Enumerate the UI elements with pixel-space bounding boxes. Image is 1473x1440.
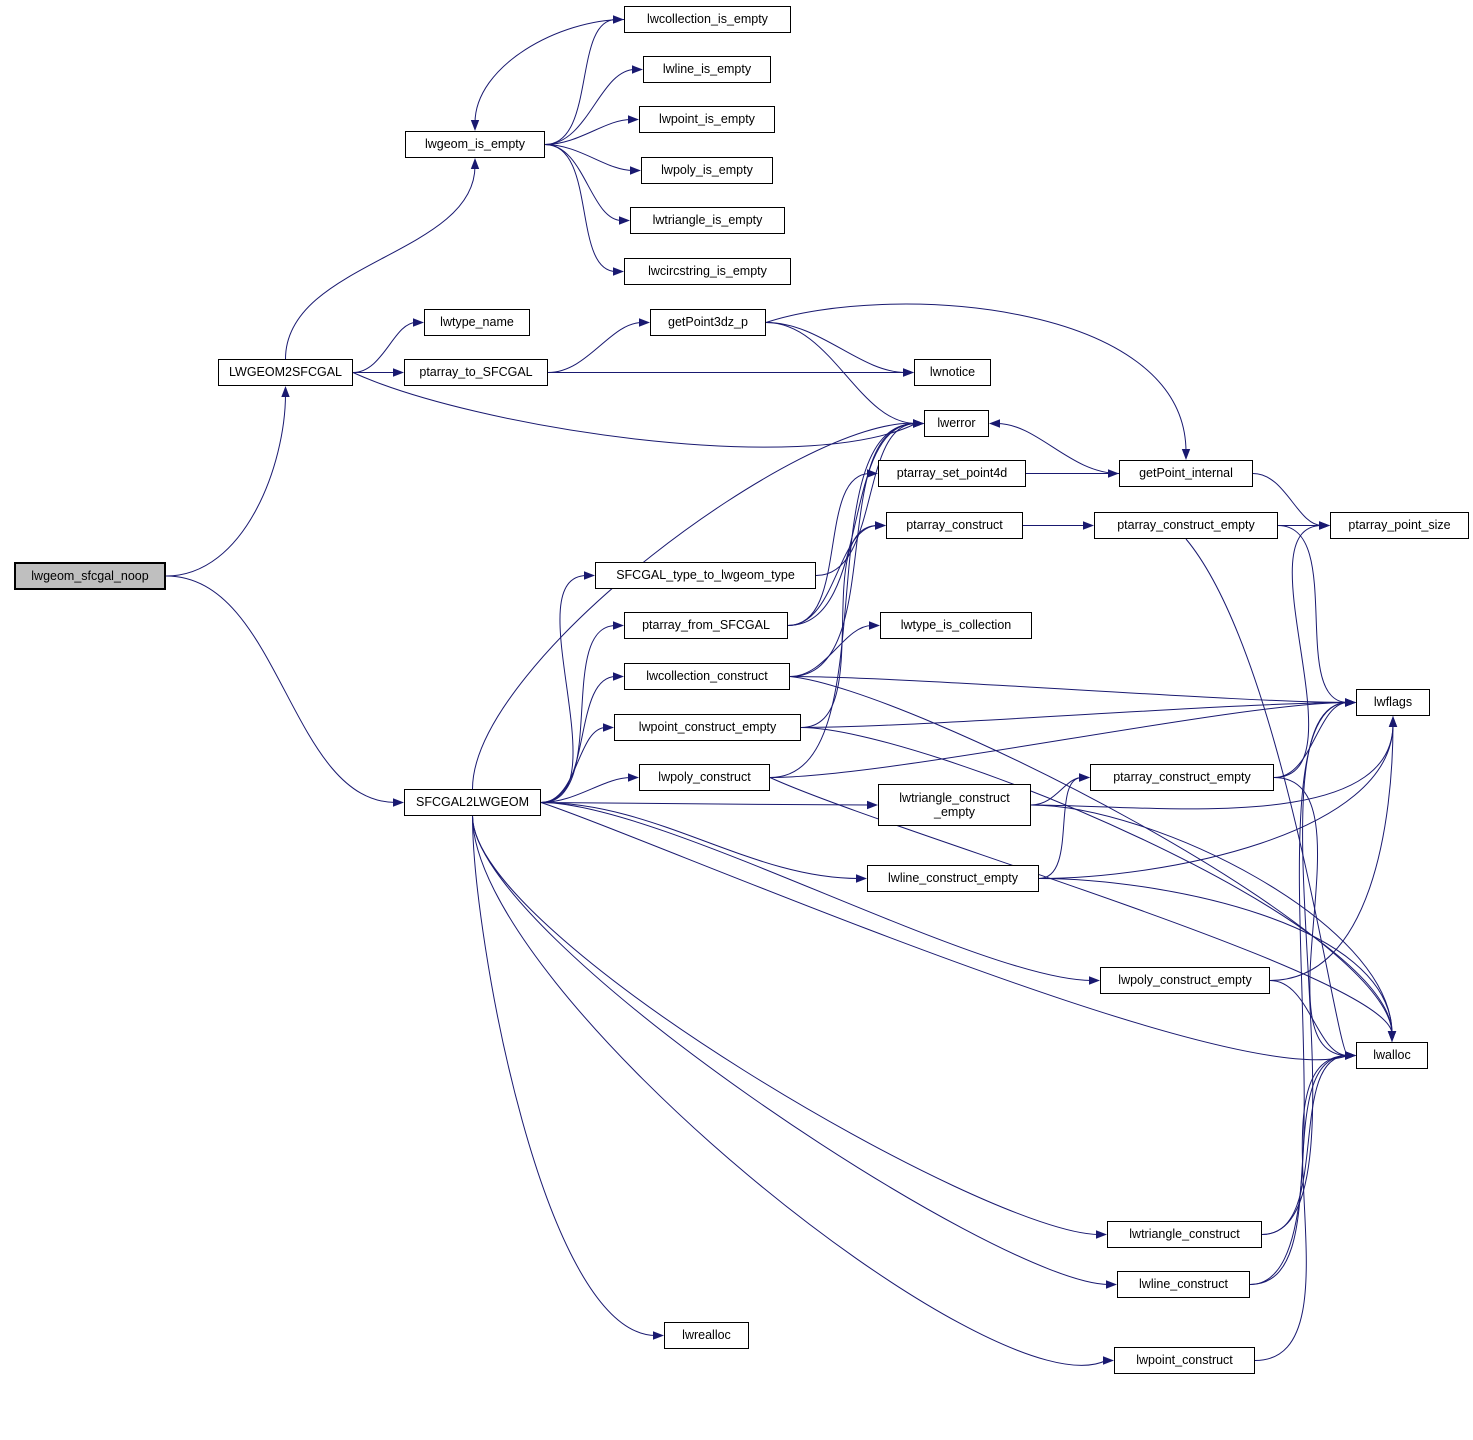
node-lwtriangle_is_empty[interactable]: lwtriangle_is_empty <box>630 207 785 234</box>
node-lwtriangle_construct_empty[interactable]: lwtriangle_construct _empty <box>878 784 1031 826</box>
node-lwerror[interactable]: lwerror <box>924 410 989 437</box>
node-lwgeom_is_empty[interactable]: lwgeom_is_empty <box>405 131 545 158</box>
node-ptarray_construct_empty_1[interactable]: ptarray_construct_empty <box>1094 512 1278 539</box>
node-lwpoly_is_empty[interactable]: lwpoly_is_empty <box>641 157 773 184</box>
node-LWGEOM2SFCGAL[interactable]: LWGEOM2SFCGAL <box>218 359 353 386</box>
node-lwpoly_construct[interactable]: lwpoly_construct <box>639 764 770 791</box>
node-lwline_is_empty[interactable]: lwline_is_empty <box>643 56 771 83</box>
node-lwgeom_sfcgal_noop: lwgeom_sfcgal_noop <box>14 562 166 590</box>
node-lwline_construct_empty[interactable]: lwline_construct_empty <box>867 865 1039 892</box>
node-lwpoint_construct[interactable]: lwpoint_construct <box>1114 1347 1255 1374</box>
node-lwnotice[interactable]: lwnotice <box>914 359 991 386</box>
node-ptarray_to_SFCGAL[interactable]: ptarray_to_SFCGAL <box>404 359 548 386</box>
node-lwcircstring_is_empty[interactable]: lwcircstring_is_empty <box>624 258 791 285</box>
node-ptarray_set_point4d[interactable]: ptarray_set_point4d <box>878 460 1026 487</box>
node-SFCGAL2LWGEOM[interactable]: SFCGAL2LWGEOM <box>404 789 541 816</box>
node-lwcollection_is_empty[interactable]: lwcollection_is_empty <box>624 6 791 33</box>
node-ptarray_point_size[interactable]: ptarray_point_size <box>1330 512 1469 539</box>
node-lwcollection_construct[interactable]: lwcollection_construct <box>624 663 790 690</box>
node-lwpoly_construct_empty[interactable]: lwpoly_construct_empty <box>1100 967 1270 994</box>
node-ptarray_from_SFCGAL[interactable]: ptarray_from_SFCGAL <box>624 612 788 639</box>
node-getPoint_internal[interactable]: getPoint_internal <box>1119 460 1253 487</box>
node-lwline_construct[interactable]: lwline_construct <box>1117 1271 1250 1298</box>
node-SFCGAL_type_to_lwgeom_type[interactable]: SFCGAL_type_to_lwgeom_type <box>595 562 816 589</box>
node-lwrealloc[interactable]: lwrealloc <box>664 1322 749 1349</box>
node-getPoint3dz_p[interactable]: getPoint3dz_p <box>650 309 766 336</box>
node-lwpoint_construct_empty[interactable]: lwpoint_construct_empty <box>614 714 801 741</box>
node-lwtype_is_collection[interactable]: lwtype_is_collection <box>880 612 1032 639</box>
node-lwtype_name[interactable]: lwtype_name <box>424 309 530 336</box>
node-ptarray_construct[interactable]: ptarray_construct <box>886 512 1023 539</box>
node-lwtriangle_construct[interactable]: lwtriangle_construct <box>1107 1221 1262 1248</box>
node-lwflags[interactable]: lwflags <box>1356 689 1430 716</box>
node-lwpoint_is_empty[interactable]: lwpoint_is_empty <box>639 106 775 133</box>
node-ptarray_construct_empty_2[interactable]: ptarray_construct_empty <box>1090 764 1274 791</box>
node-lwalloc[interactable]: lwalloc <box>1356 1042 1428 1069</box>
